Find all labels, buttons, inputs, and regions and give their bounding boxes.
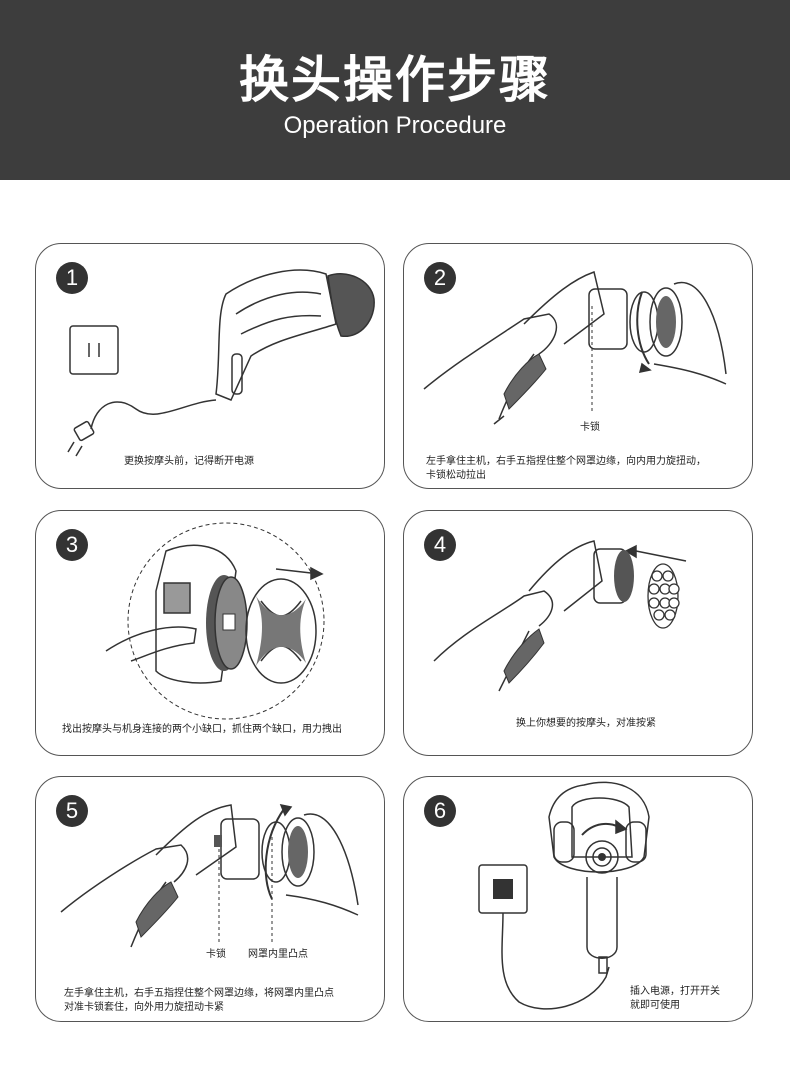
reattach-cover-illustration [60,803,359,948]
step-caption-line-2: 就即可使用 [630,1000,680,1011]
unplug-massager-illustration [67,269,375,457]
step-number-badge: 3 [56,529,88,561]
step-number-badge: 5 [56,795,88,827]
step-caption-line-1: 左手拿住主机，右手五指捏住整个网罩边缘，将网罩内里凸点 [64,988,334,999]
step-caption: 更换按摩头前，记得断开电源 [124,456,254,467]
step-caption-line-2: 对准卡锁套住，向外用力旋扭动卡紧 [64,1002,224,1013]
step-caption: 找出按摩头与机身连接的两个小缺口，抓住两个缺口，用力拽出 [62,724,342,735]
step-card-6: 6 插入电源，打开开关 就即可使用 [403,776,753,1022]
plug-in-power-illustration [478,781,650,1010]
step-number-badge: 4 [424,529,456,561]
step-caption-line-1: 插入电源，打开开关 [630,986,720,997]
page-title: 换头操作步骤 [239,51,551,109]
step-card-5: 5 卡锁 网罩内里凸点 左手拿住主机，右手五指捏住整个网罩边缘，将网罩内里凸点 … [35,776,385,1022]
twist-cover-illustration [423,271,727,425]
remove-head-illustration [105,522,325,720]
step-caption-line-1: 左手拿住主机，右手五指捏住整个网罩边缘，向内用力旋扭动， [426,456,706,467]
step-number-badge: 1 [56,262,88,294]
step-card-3: 3 找出按摩头与机身连接的两个小缺口，抓住两个缺口，用力拽出 [35,510,385,756]
page-subtitle: Operation Procedure [283,112,507,139]
lock-label: 卡锁 [580,422,600,433]
step-card-4: 4 换上你想要的按摩头，对准按紧 [403,510,753,756]
step-card-1: 1 更换按摩头前，记得断开电源 [35,243,385,489]
lock-label: 卡锁 [206,949,226,960]
step-caption-line-2: 卡锁松动拉出 [426,470,486,481]
header-banner: 换头操作步骤 Operation Procedure [0,0,790,180]
step-number-badge: 6 [424,795,456,827]
step-caption: 换上你想要的按摩头，对准按紧 [516,718,656,729]
step-number-badge: 2 [424,262,456,294]
attach-new-head-illustration [433,540,687,692]
cover-bump-label: 网罩内里凸点 [248,949,308,960]
step-card-2: 2 卡锁 左手拿住主机，右手五指捏住整个网罩边缘，向内用力旋扭动， 卡锁松动拉出 [403,243,753,489]
